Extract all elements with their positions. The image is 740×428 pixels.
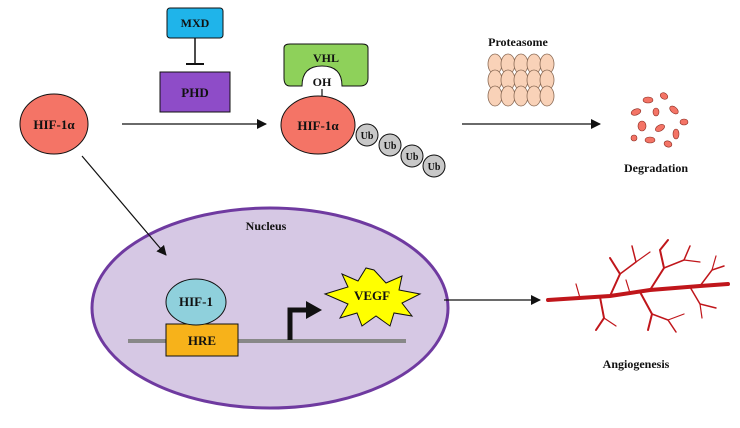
ub-chain: Ub Ub Ub Ub <box>355 123 446 178</box>
hre-label: HRE <box>188 333 216 348</box>
ub-4 <box>422 154 446 178</box>
vhl-label: VHL <box>313 51 339 65</box>
angiogenesis-label: Angiogenesis <box>603 357 670 371</box>
vegf-label: VEGF <box>354 288 390 303</box>
nucleus <box>90 206 450 410</box>
phd-box <box>159 71 231 113</box>
hif1a-right-label: HIF-1α <box>297 118 339 133</box>
vegf-burst <box>323 267 422 327</box>
proteasome-icon <box>487 53 555 107</box>
ub-3 <box>400 144 424 168</box>
hif1a-left-label: HIF-1α <box>33 117 75 132</box>
degradation-fragments-icon <box>630 92 689 148</box>
phd-label: PHD <box>181 85 208 100</box>
hre-box <box>165 323 239 357</box>
hif1a-right-node <box>280 95 356 155</box>
nucleus-label: Nucleus <box>246 219 287 233</box>
hif1-label: HIF-1 <box>179 294 213 309</box>
ub-3-label: Ub <box>406 152 419 163</box>
blood-vessel-icon <box>546 239 730 333</box>
oh-label: OH <box>313 75 332 89</box>
mxd-label: MXD <box>181 16 210 30</box>
proteasome-label: Proteasome <box>488 35 548 49</box>
ub-2 <box>378 133 402 157</box>
ub-4-label: Ub <box>428 162 441 173</box>
arrow-to-nucleus <box>81 155 167 256</box>
ub-2-label: Ub <box>384 141 397 152</box>
ub-1 <box>355 123 379 147</box>
vhl-shape <box>283 43 369 87</box>
hif1-node <box>165 278 227 326</box>
hif1a-left-node <box>19 93 89 155</box>
gene-promoter-arrow-icon <box>287 301 322 340</box>
ub-1-label: Ub <box>361 131 374 142</box>
degradation-label: Degradation <box>624 161 688 175</box>
